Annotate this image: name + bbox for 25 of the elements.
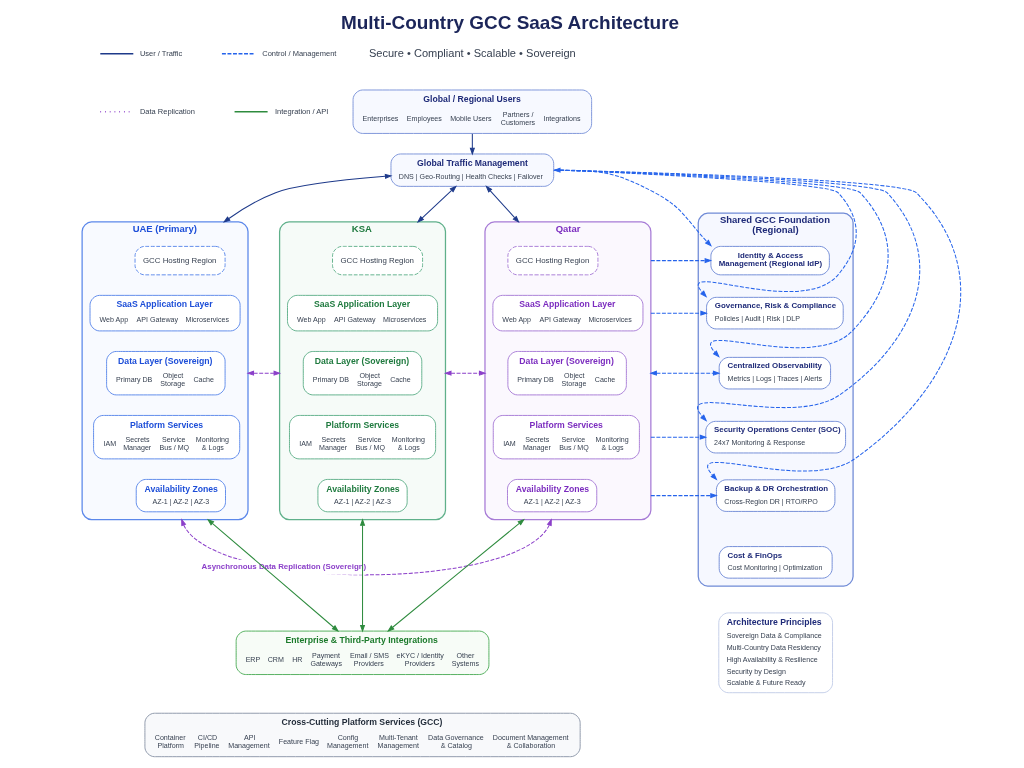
arrow: [387, 518, 525, 632]
arrow: [246, 370, 282, 376]
arrow: [553, 169, 961, 481]
arrow: [650, 310, 708, 316]
arrow: [222, 173, 393, 223]
arrow: [443, 370, 487, 376]
arrow: [650, 257, 713, 264]
arrow: [553, 169, 857, 298]
arrow: [649, 370, 721, 376]
node-box: GCC Hosting Region: [507, 245, 599, 276]
arrow: [553, 169, 889, 358]
arrow: [553, 169, 921, 422]
node-box: GCC Hosting Region: [332, 245, 424, 276]
arrow: [650, 492, 718, 499]
arrow: [485, 185, 520, 224]
arrow: [416, 185, 457, 223]
node-box: GCC Hosting Region: [134, 245, 226, 276]
arrow: [650, 434, 708, 440]
arrow: [359, 518, 366, 633]
arrow: [552, 167, 712, 247]
label: Secure • Compliant • Scalable • Sovereign: [368, 46, 576, 59]
node-box: Identity & Access Management (Regional IdP): [710, 245, 830, 276]
arrow: [206, 518, 340, 632]
arrow: [469, 133, 475, 156]
diagram-title: Multi-Country GCC SaaS Architecture: [340, 11, 680, 33]
